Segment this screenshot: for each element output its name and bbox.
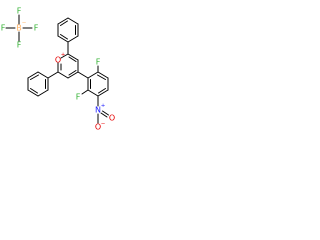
ring-bond-o-c2	[60, 53, 69, 59]
ring-double-bond-c4-c5	[68, 70, 77, 76]
ring-bond-c2-c3	[67, 53, 79, 61]
aryl-double-2	[98, 88, 106, 94]
phenyl-left-bond-1	[37, 71, 49, 79]
phenyl-top-bond-4	[57, 17, 69, 25]
pyrylium-ring: O +	[55, 52, 79, 79]
phenyl-left-bond-2	[27, 71, 39, 79]
nitro-oxygen-bottom: O	[95, 123, 101, 132]
ring-double-bond-c2-c3	[68, 56, 77, 62]
bf4-fluorine-bottom: F	[17, 41, 22, 50]
nitro-n-positive-charge: +	[101, 103, 106, 109]
n-o-double-bond-b	[102, 110, 109, 116]
nitro-o-negative-charge: −	[101, 121, 106, 127]
pyrylium-oxygen: O	[55, 56, 61, 65]
bf4-fluorine-left: F	[1, 24, 6, 33]
aryl-bond-4	[97, 89, 109, 97]
aryl-f-bond-bottom	[81, 89, 89, 95]
boron-negative-charge: −	[22, 20, 27, 26]
phenyl-ring-top	[57, 17, 79, 55]
bf4-fluorine-top: F	[17, 7, 22, 16]
aryl-bond-2	[97, 71, 109, 79]
tetrafluoroborate-anion: F F F F B −	[1, 7, 39, 50]
difluoronitrophenyl-ring: F F N + O O −	[76, 58, 115, 132]
phenyl-top-double-3	[60, 34, 68, 40]
phenyl-top-double-2	[60, 20, 68, 26]
phenyl-left-double-1	[30, 74, 39, 80]
phenyl-top-bond-1	[67, 35, 79, 43]
chemical-structure-diagram: F F F F B − O +	[1, 7, 115, 132]
phenyl-left-bond-4	[27, 89, 39, 97]
phenyl-top-bond-6	[57, 35, 69, 43]
phenyl-ring-left	[27, 71, 59, 97]
ring-bond-c4-c5	[67, 71, 79, 79]
n-o-double-bond-a	[100, 112, 108, 118]
pyrylium-positive-charge: +	[61, 52, 66, 58]
aryl-bond-1	[87, 71, 99, 79]
nitro-oxygen-right: O	[109, 114, 115, 123]
aryl-bond-5	[87, 89, 99, 97]
bf4-fluorine-right: F	[34, 24, 39, 33]
c6-phenyl-bond	[47, 71, 59, 79]
phenyl-top-bond-3	[67, 17, 79, 25]
aryl-double-1	[97, 74, 106, 80]
c4-aryl-bond	[77, 71, 89, 79]
boron-atom: B	[16, 24, 22, 33]
ring-bond-c5-c6	[57, 71, 69, 79]
aryl-fluorine-top: F	[96, 58, 101, 67]
nitro-nitrogen: N	[95, 106, 101, 115]
aryl-fluorine-bottom: F	[76, 93, 81, 102]
phenyl-left-double-2	[30, 88, 38, 94]
phenyl-left-bond-5	[37, 89, 49, 97]
